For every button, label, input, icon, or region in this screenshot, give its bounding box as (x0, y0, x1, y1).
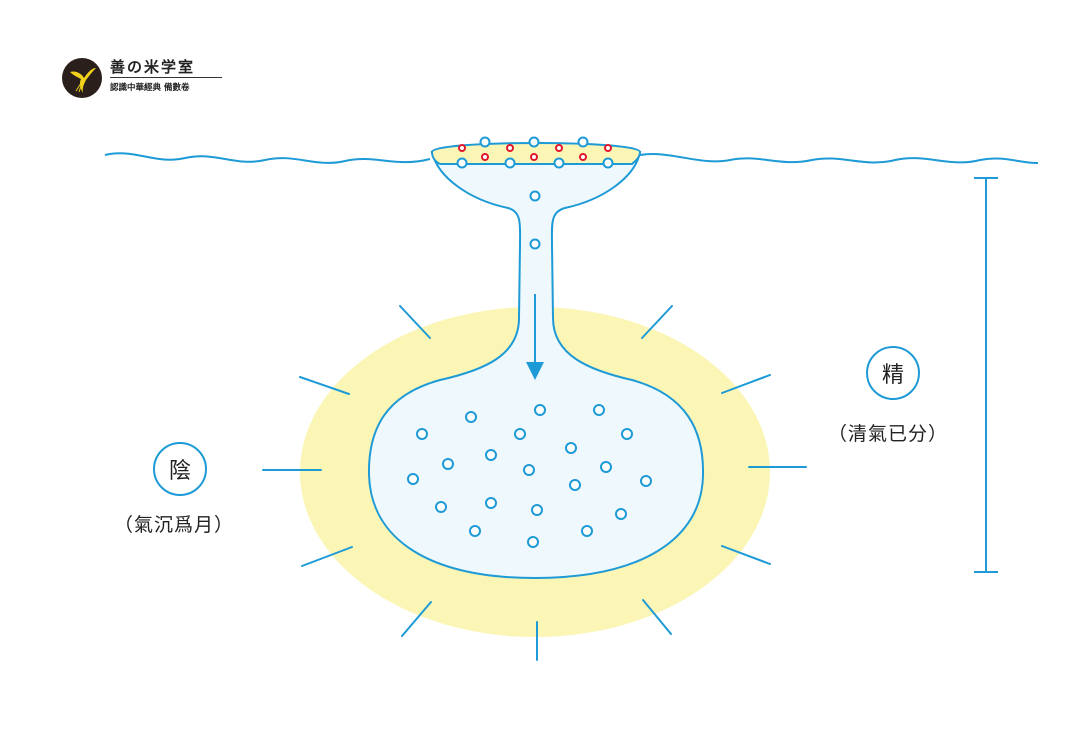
brand-divider (110, 77, 222, 78)
blue-particle (416, 428, 428, 440)
stem-particles (529, 190, 541, 250)
brand-title: 善の米学室 (110, 58, 196, 76)
phoenix-bird-icon (62, 58, 102, 98)
red-particle (555, 144, 563, 152)
water-surface-left (104, 152, 431, 164)
blue-particle (577, 136, 589, 148)
ray (721, 374, 771, 394)
blue-particle (531, 504, 543, 516)
red-particle (506, 144, 514, 152)
blue-particle (593, 404, 605, 416)
flask-particles (407, 404, 652, 548)
brand-subtitle: 認識中華經典 備數卷 (110, 83, 190, 93)
red-particle (458, 144, 466, 152)
blue-particle (479, 136, 491, 148)
depth-measure-bar (974, 177, 998, 573)
descend-arrow-icon (526, 294, 544, 380)
yin-char-label: 陰 (153, 442, 207, 496)
blue-particle (581, 525, 593, 537)
glow-rays (262, 305, 807, 661)
blue-particle (528, 136, 540, 148)
blue-particle (553, 157, 565, 169)
blue-particle (621, 428, 633, 440)
ray (401, 601, 432, 637)
ray (299, 376, 350, 395)
ray (642, 599, 672, 635)
jing-desc-label: （清氣已分） (828, 423, 949, 445)
blue-particle (435, 501, 447, 513)
water-surface-right (639, 153, 1039, 165)
red-particle (530, 153, 538, 161)
blue-particle (615, 508, 627, 520)
ray (301, 546, 353, 567)
blue-particle (407, 473, 419, 485)
blue-particle (485, 449, 497, 461)
blue-particle (504, 157, 516, 169)
blue-particle (602, 157, 614, 169)
blue-particle (485, 497, 497, 509)
blue-particle (469, 525, 481, 537)
blue-particle (534, 404, 546, 416)
blue-particle (529, 238, 541, 250)
bowl-blue-particles (456, 136, 614, 169)
blue-particle (514, 428, 526, 440)
jing-char-label: 精 (866, 346, 920, 400)
blue-particle (442, 458, 454, 470)
red-particle (579, 153, 587, 161)
yin-desc-label: （氣沉爲月） (114, 514, 235, 536)
blue-particle (569, 479, 581, 491)
ray (721, 545, 771, 565)
blue-particle (523, 464, 535, 476)
ray (641, 305, 673, 339)
ray (399, 305, 431, 339)
blue-particle (465, 411, 477, 423)
red-particle (481, 153, 489, 161)
blue-particle (456, 157, 468, 169)
blue-particle (600, 461, 612, 473)
blue-particle (527, 536, 539, 548)
red-particle (604, 144, 612, 152)
blue-particle (565, 442, 577, 454)
red-particles (458, 144, 612, 161)
brand-logo: 善の米学室 認識中華經典 備數卷 (62, 56, 232, 100)
blue-particle (529, 190, 541, 202)
blue-particle (640, 475, 652, 487)
